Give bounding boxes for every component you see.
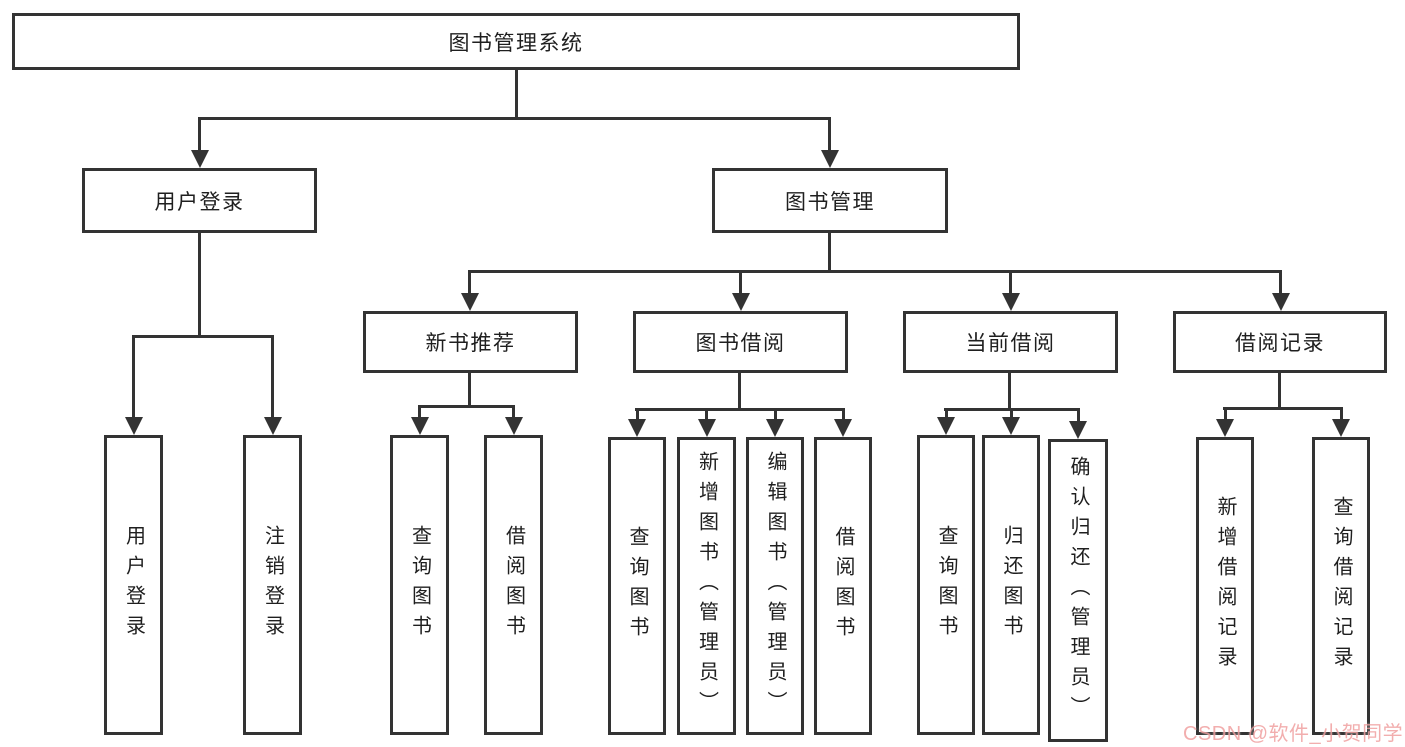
arrowhead-down-icon bbox=[1001, 293, 1020, 311]
node-leaf-borrow-books-1-label: 借阅图书 bbox=[502, 525, 525, 645]
arrowhead-down-icon bbox=[263, 417, 282, 435]
node-book-management: 图书管理 bbox=[712, 168, 948, 233]
node-leaf-query-borrow-record-label: 查询借阅记录 bbox=[1330, 496, 1352, 676]
connector-line bbox=[1009, 270, 1012, 296]
connector-line bbox=[512, 405, 515, 420]
connector-line bbox=[1277, 373, 1281, 407]
node-leaf-add-books-admin-label: 新增图书（管理员） bbox=[695, 451, 718, 721]
connector-line bbox=[705, 408, 708, 422]
connector-line bbox=[132, 335, 135, 418]
arrowhead-down-icon bbox=[1216, 419, 1234, 437]
node-leaf-user-login-label: 用户登录 bbox=[122, 525, 145, 645]
arrowhead-down-icon bbox=[504, 417, 523, 435]
node-leaf-borrow-books-2: 借阅图书 bbox=[814, 437, 872, 735]
connector-line bbox=[198, 117, 201, 153]
node-new-book-recommend: 新书推荐 bbox=[363, 311, 578, 373]
node-leaf-borrow-books-1: 借阅图书 bbox=[484, 435, 543, 735]
node-leaf-borrow-books-2-label: 借阅图书 bbox=[832, 526, 854, 646]
node-leaf-confirm-return-admin-label: 确认归还（管理员） bbox=[1067, 455, 1089, 726]
node-user-login-label: 用户登录 bbox=[154, 190, 245, 214]
connector-line bbox=[1223, 407, 1227, 420]
connector-line bbox=[1339, 407, 1343, 420]
connector-line bbox=[468, 373, 471, 405]
node-leaf-query-books-3: 查询图书 bbox=[917, 435, 975, 735]
arrowhead-down-icon bbox=[697, 419, 716, 437]
connector-line bbox=[1007, 373, 1011, 411]
node-book-management-label: 图书管理 bbox=[785, 190, 875, 214]
connector-line bbox=[132, 335, 274, 338]
arrowhead-down-icon bbox=[834, 419, 852, 437]
node-book-borrow: 图书借阅 bbox=[633, 311, 848, 373]
arrowhead-down-icon bbox=[460, 293, 479, 311]
node-leaf-confirm-return-admin: 确认归还（管理员） bbox=[1048, 439, 1108, 742]
connector-line bbox=[828, 233, 831, 273]
node-leaf-query-books-1: 查询图书 bbox=[390, 435, 449, 735]
node-leaf-edit-books-admin-label: 编辑图书（管理员） bbox=[764, 451, 786, 721]
node-borrow-records-label: 借阅记录 bbox=[1235, 332, 1325, 355]
arrowhead-down-icon bbox=[1332, 419, 1350, 437]
node-leaf-add-books-admin: 新增图书（管理员） bbox=[677, 437, 736, 735]
connector-line bbox=[515, 70, 518, 117]
arrowhead-down-icon bbox=[124, 417, 143, 435]
arrowhead-down-icon bbox=[1271, 293, 1290, 311]
node-leaf-query-borrow-record: 查询借阅记录 bbox=[1312, 437, 1370, 735]
connector-line bbox=[828, 117, 831, 153]
node-leaf-query-books-1-label: 查询图书 bbox=[408, 525, 431, 645]
arrowhead-down-icon bbox=[937, 417, 955, 435]
connector-line bbox=[737, 373, 741, 411]
connector-line bbox=[1009, 408, 1013, 420]
node-new-book-recommend-label: 新书推荐 bbox=[425, 332, 516, 355]
node-leaf-query-books-3-label: 查询图书 bbox=[935, 525, 957, 645]
connector-line bbox=[944, 408, 948, 420]
connector-line bbox=[418, 405, 421, 420]
node-leaf-query-books-2: 查询图书 bbox=[608, 437, 666, 735]
node-library-system: 图书管理系统 bbox=[12, 13, 1020, 70]
node-user-login: 用户登录 bbox=[82, 168, 317, 233]
node-leaf-edit-books-admin: 编辑图书（管理员） bbox=[746, 437, 804, 735]
node-book-borrow-label: 图书借阅 bbox=[695, 332, 786, 355]
connector-line bbox=[1223, 407, 1343, 410]
connector-line bbox=[1279, 270, 1282, 296]
node-leaf-add-borrow-record-label: 新增借阅记录 bbox=[1214, 496, 1236, 676]
node-leaf-logout: 注销登录 bbox=[243, 435, 302, 735]
arrowhead-down-icon bbox=[766, 419, 784, 437]
arrowhead-down-icon bbox=[1002, 417, 1020, 435]
connector-line bbox=[468, 270, 471, 296]
connector-line bbox=[271, 335, 274, 418]
node-leaf-logout-label: 注销登录 bbox=[261, 525, 284, 645]
node-leaf-return-books-label: 归还图书 bbox=[1000, 525, 1022, 645]
node-current-borrow: 当前借阅 bbox=[903, 311, 1118, 373]
node-leaf-return-books: 归还图书 bbox=[982, 435, 1040, 735]
arrowhead-down-icon bbox=[820, 150, 839, 168]
connector-line bbox=[635, 408, 639, 422]
arrowhead-down-icon bbox=[628, 419, 646, 437]
arrowhead-down-icon bbox=[731, 293, 750, 311]
csdn-watermark: CSDN @软件_小贺同学 bbox=[1183, 723, 1404, 745]
node-leaf-query-books-2-label: 查询图书 bbox=[626, 526, 648, 646]
connector-line bbox=[1076, 408, 1080, 424]
connector-line bbox=[198, 233, 201, 335]
node-leaf-add-borrow-record: 新增借阅记录 bbox=[1196, 437, 1254, 735]
arrowhead-down-icon bbox=[1069, 421, 1087, 439]
arrowhead-down-icon bbox=[410, 417, 429, 435]
connector-line bbox=[198, 117, 831, 120]
connector-line bbox=[841, 408, 845, 422]
node-leaf-user-login: 用户登录 bbox=[104, 435, 163, 735]
node-borrow-records: 借阅记录 bbox=[1173, 311, 1387, 373]
connector-line bbox=[635, 408, 845, 411]
connector-line bbox=[773, 408, 777, 422]
connector-line bbox=[468, 270, 1282, 273]
node-library-system-label: 图书管理系统 bbox=[448, 31, 584, 55]
arrowhead-down-icon bbox=[190, 150, 209, 168]
connector-line bbox=[418, 405, 515, 408]
node-current-borrow-label: 当前借阅 bbox=[965, 332, 1056, 355]
connector-line bbox=[739, 270, 742, 296]
